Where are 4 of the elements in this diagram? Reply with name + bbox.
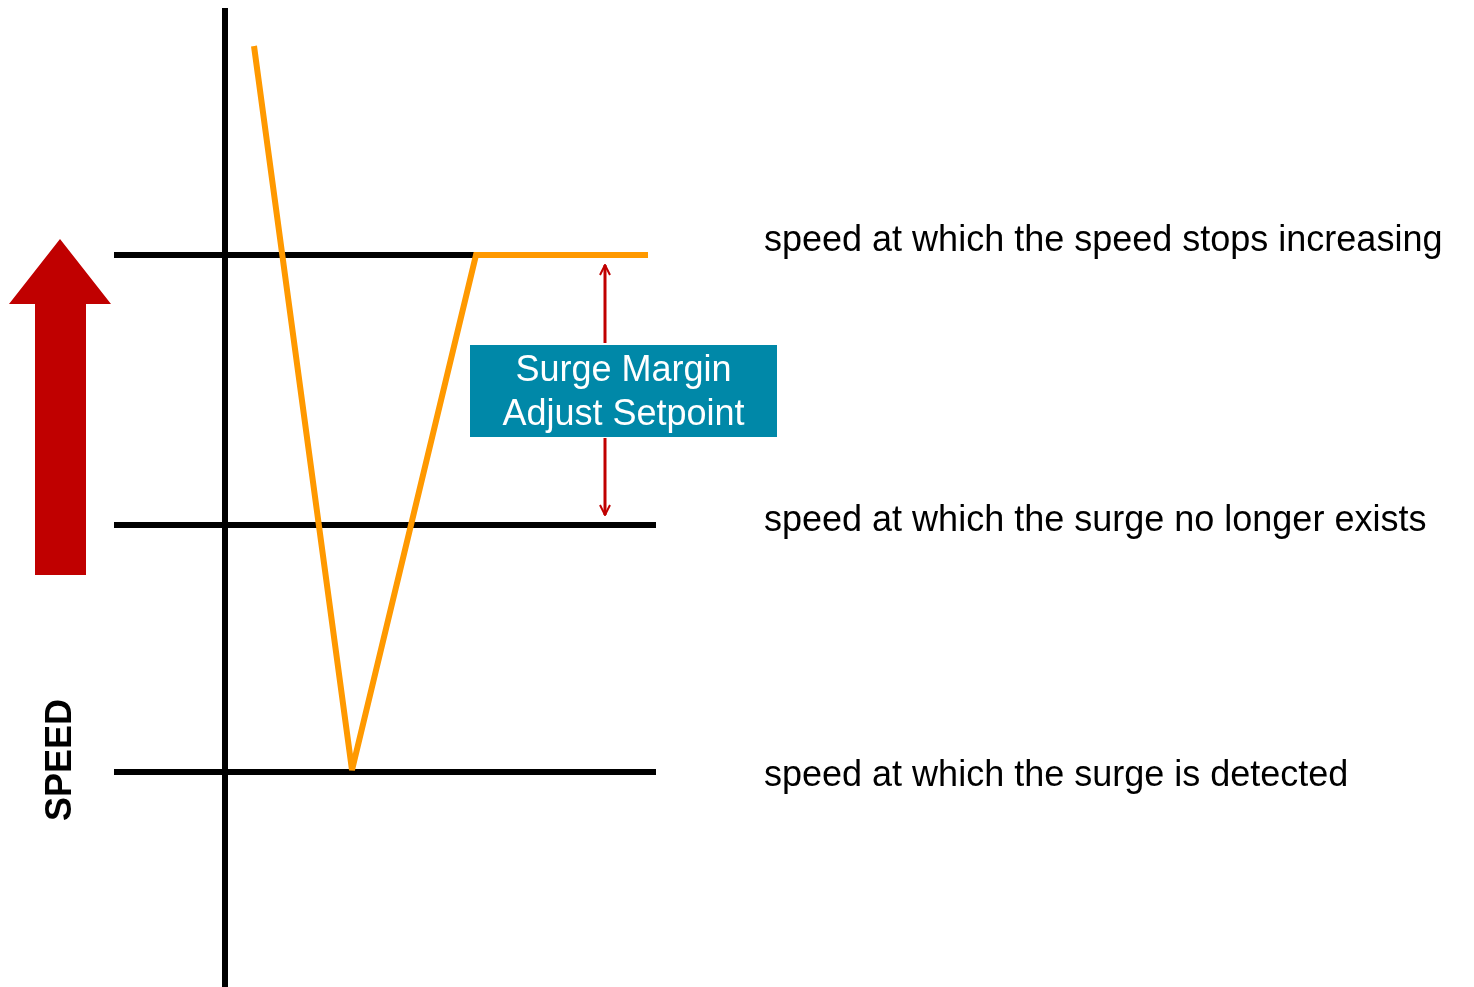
level-label: speed at which the surge no longer exists — [764, 499, 1427, 539]
level-label: speed at which the surge is detected — [764, 754, 1349, 794]
setpoint-box: Surge Margin Adjust Setpoint — [470, 345, 777, 437]
level-label: speed at which the speed stops increasing — [764, 219, 1443, 259]
